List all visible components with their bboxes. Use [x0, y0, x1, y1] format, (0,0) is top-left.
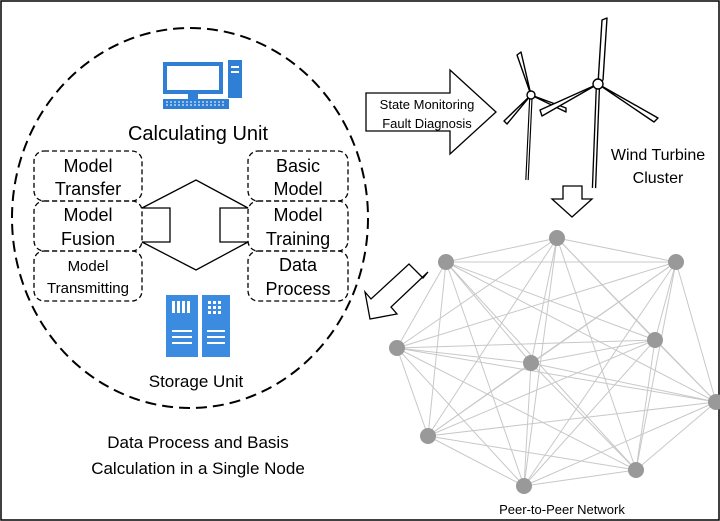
network-edge	[427, 401, 717, 437]
network-edge	[445, 261, 717, 403]
right-box-1-line2: Model	[273, 179, 322, 199]
network-edge	[523, 401, 717, 487]
network-edge	[396, 347, 532, 364]
left-box-model-transmitting: Model Transmitting	[33, 250, 143, 302]
right-box-3-line2: Process	[265, 279, 330, 299]
network-edge	[396, 261, 447, 349]
right-box-1-line1: Basic	[276, 156, 320, 176]
left-box-1-line2: Transfer	[55, 179, 121, 199]
network-edge	[445, 237, 558, 263]
left-box-model-transfer: Model Transfer	[33, 150, 143, 202]
network-node	[628, 462, 644, 478]
network-edge	[654, 339, 717, 403]
network-edge	[635, 261, 677, 471]
left-box-2-line2: Fusion	[61, 229, 115, 249]
network-edges	[396, 237, 717, 487]
network-edge	[675, 261, 717, 403]
network-edge	[654, 261, 677, 341]
down-arrow	[550, 185, 594, 218]
right-box-3-line1: Data	[279, 255, 318, 275]
network-edge	[427, 435, 637, 471]
network-edge	[635, 339, 656, 471]
calculating-unit-label: Calculating Unit	[128, 123, 269, 145]
network-node	[647, 332, 663, 348]
network-edge	[396, 347, 429, 437]
network-edge	[427, 261, 447, 437]
network-node	[668, 254, 684, 270]
network-node	[420, 428, 436, 444]
network-edge	[556, 237, 677, 263]
network-edge	[523, 339, 656, 487]
caption-line1: Data Process and Basis	[107, 433, 288, 452]
network-nodes	[389, 230, 720, 494]
state-monitoring-arrow	[365, 68, 497, 156]
network-edge	[530, 339, 656, 364]
network-edge	[523, 469, 637, 487]
right-box-2-line2: Training	[266, 229, 330, 249]
wind-turbine-icon	[503, 17, 659, 189]
arrow-label-line1: State Monitoring	[380, 97, 475, 112]
network-node	[549, 230, 565, 246]
network-edge	[445, 261, 637, 471]
left-box-1-line1: Model	[63, 156, 112, 176]
right-box-model-training: Model Training	[247, 200, 349, 252]
network-edge	[523, 237, 558, 487]
caption-line2: Calculation in a Single Node	[91, 459, 305, 478]
network-edge	[427, 435, 525, 487]
network-edge	[445, 261, 532, 364]
network-edge	[530, 362, 717, 403]
computer-icon	[163, 60, 242, 109]
network-edge	[523, 261, 677, 487]
network-node	[438, 254, 454, 270]
network-edge	[635, 401, 717, 471]
network-node	[389, 340, 405, 356]
left-box-2-line1: Model	[63, 205, 112, 225]
network-edge	[396, 261, 677, 349]
server-icon	[166, 295, 230, 357]
storage-unit-label: Storage Unit	[149, 372, 244, 391]
return-arrow	[363, 263, 429, 320]
network-edge	[427, 362, 532, 437]
network-edge	[396, 347, 717, 403]
turbine-label-line2: Cluster	[633, 170, 684, 187]
exchange-arrow	[141, 179, 249, 271]
network-edge	[396, 347, 525, 487]
network-edge	[396, 347, 637, 471]
network-edge	[530, 362, 637, 471]
network-edge	[427, 339, 656, 437]
right-box-basic-model: Basic Model	[247, 150, 349, 202]
network-edge	[396, 237, 558, 349]
network-edge	[445, 261, 525, 487]
arrow-label-line2: Fault Diagnosis	[382, 116, 472, 131]
left-box-model-fusion: Model Fusion	[33, 200, 143, 252]
network-edge	[396, 339, 656, 349]
turbine-label-line1: Wind Turbine	[611, 147, 705, 164]
network-node	[523, 355, 539, 371]
network-label: Peer-to-Peer Network	[499, 502, 625, 517]
single-node-circle	[11, 27, 369, 409]
left-box-3-line1: Model	[68, 258, 109, 275]
network-node	[708, 394, 720, 410]
network-edge	[556, 237, 637, 471]
right-box-data-process: Data Process	[247, 250, 349, 302]
left-box-3-line2: Transmitting	[47, 280, 129, 297]
network-edge	[530, 237, 558, 364]
network-edge	[427, 237, 558, 437]
network-node	[516, 478, 532, 494]
right-box-2-line1: Model	[273, 205, 322, 225]
